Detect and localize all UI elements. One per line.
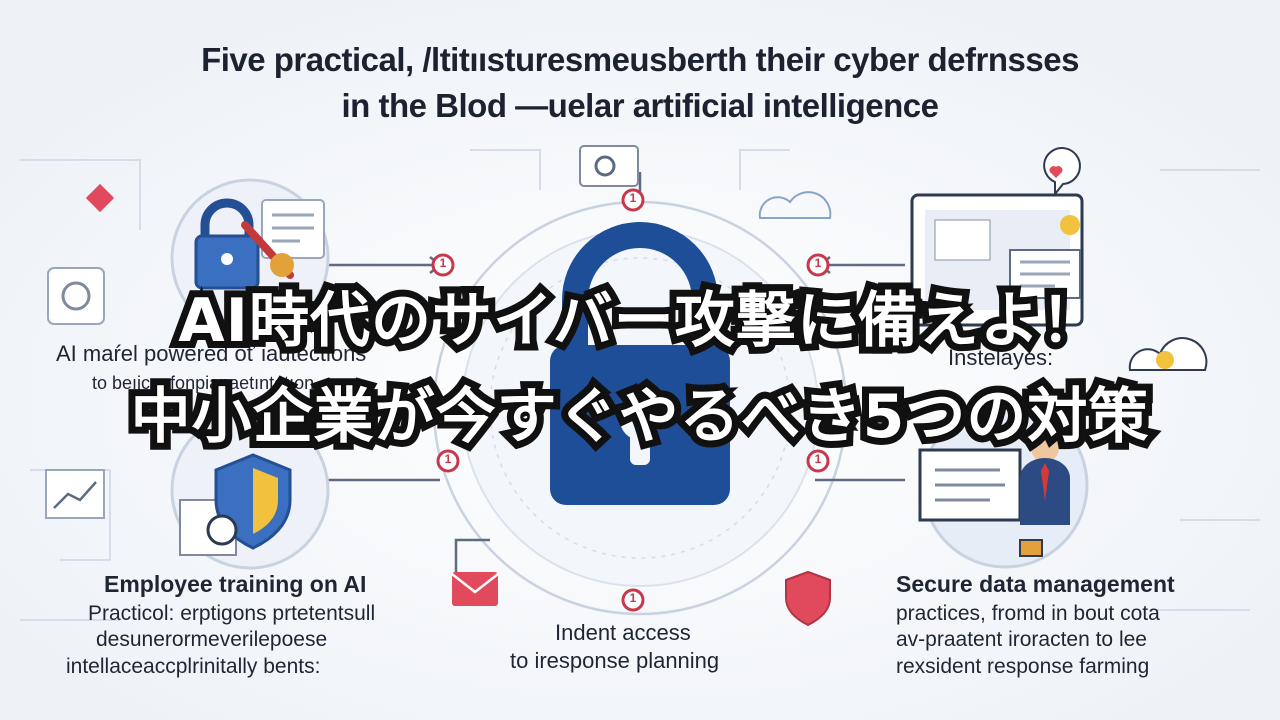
badge-3: 1 [814, 256, 822, 270]
bottom-center-caption-2: to iresponse planning [510, 648, 720, 673]
badge-1: 1 [629, 191, 637, 205]
header-line-2: in the Blod —uelar artificial intelligen… [341, 87, 939, 124]
left-mid-caption-2: to beıjcenfonpianaetıntetıon [92, 373, 315, 393]
stamp-icon [1019, 539, 1043, 557]
shield-icon [785, 570, 831, 627]
shield-envelope-icon [170, 410, 330, 570]
laptop-chat-icon [910, 147, 1084, 327]
bottom-left-caption-1: Employee training on AI [104, 571, 367, 597]
bottom-left-caption-4: intellaceaccplrinitally bents: [66, 655, 321, 678]
bottom-left-caption-2: Practicol: erptigons prtetentsull [88, 602, 376, 625]
overlay-title-line-1: AI時代のサイバー攻撃に備えよ！ [171, 279, 1108, 363]
power-icon [47, 267, 105, 325]
lock-key-icon [170, 178, 330, 338]
cloud-icon [758, 191, 1208, 371]
header-line-1: Five practical, /ltitıısturesmeusberth t… [201, 41, 1079, 78]
padlock-icon [550, 222, 730, 505]
presenter-icon [918, 401, 1089, 569]
bottom-right-caption-1: Secure data management [896, 571, 1175, 597]
badge-rings [431, 188, 830, 612]
bottom-left-caption-3: desunerormeverilepoese [96, 628, 328, 651]
badge-4: 1 [444, 452, 452, 466]
connector-arrows [325, 172, 905, 576]
bottom-center-caption-1: Indent access [555, 620, 691, 645]
right-mid-caption: Instelayes: [948, 345, 1054, 370]
left-mid-caption-1: AI maŕel powered oť iautections [56, 341, 367, 366]
mail-icon [451, 572, 499, 606]
bottom-right-caption-2: practices, fromd in bout cota [896, 602, 1160, 625]
bottom-right-caption-3: av-praatent iroracten to lee [896, 628, 1147, 651]
badge-5: 1 [814, 452, 822, 466]
overlay-title-line-2: 中小企業が今すぐやるべき5つの対策 [124, 375, 1156, 459]
chart-icon [45, 469, 105, 519]
bottom-right-caption-4: rexsident response farming [896, 655, 1150, 678]
badge-6: 1 [629, 591, 637, 605]
gear-icon [579, 145, 639, 187]
badge-2: 1 [439, 256, 447, 270]
